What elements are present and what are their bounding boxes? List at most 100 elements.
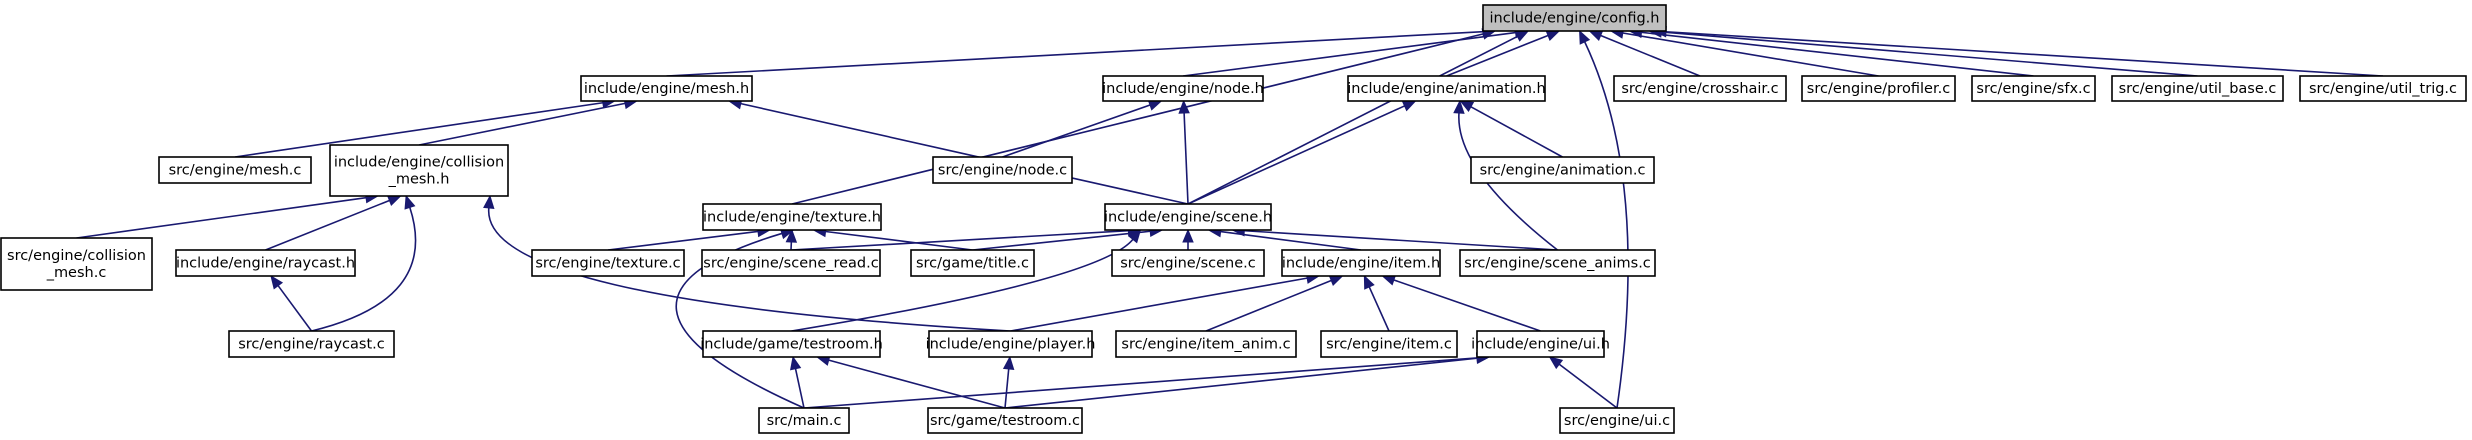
edge-ui_c-to-ui_h: [1558, 363, 1618, 409]
node-main-c[interactable]: src/main.c: [758, 407, 850, 434]
node-box[interactable]: [702, 330, 881, 358]
node-label: include/engine/config.h: [1490, 11, 1660, 27]
node-raycast-h[interactable]: include/engine/raycast.h: [175, 249, 356, 277]
node-box[interactable]: [1281, 249, 1441, 277]
node-animation-c[interactable]: src/engine/animation.c: [1470, 156, 1655, 184]
node-box[interactable]: [0, 237, 153, 291]
node-box[interactable]: [1971, 75, 2096, 102]
node-box[interactable]: [1104, 203, 1272, 231]
edge-raycast_c-to-raycast_h: [277, 285, 313, 332]
node-raycast-c[interactable]: src/engine/raycast.c: [228, 330, 395, 358]
node-config-h[interactable]: include/engine/config.h: [1482, 4, 1667, 32]
node-box[interactable]: [1482, 4, 1667, 32]
node-label: src/engine/item_anim.c: [1121, 337, 1290, 353]
node-label: _mesh.c: [46, 265, 107, 281]
node-box[interactable]: [1115, 330, 1297, 358]
node-box[interactable]: [1476, 330, 1605, 358]
edge-player_h-to-collision_mesh_h: [488, 207, 1011, 332]
node-box[interactable]: [1102, 75, 1264, 102]
edge-scene_h-to-config_h: [1187, 35, 1518, 205]
edge-title_c-to-scene_h: [972, 230, 1151, 251]
node-mesh-c[interactable]: src/engine/mesh.c: [158, 156, 312, 184]
node-scene-h[interactable]: include/engine/scene.h: [1104, 203, 1272, 231]
node-texture-h[interactable]: include/engine/texture.h: [702, 203, 882, 231]
arrowhead-icon: [1548, 356, 1564, 370]
node-box[interactable]: [701, 249, 881, 277]
node-box[interactable]: [702, 203, 882, 231]
node-label: include/engine/ui.h: [1471, 337, 1610, 353]
node-box[interactable]: [1801, 75, 1956, 102]
node-scene-anims-c[interactable]: src/engine/scene_anims.c: [1459, 249, 1656, 277]
edge-player_h-to-item_h: [1010, 277, 1308, 332]
node-scene-c[interactable]: src/engine/scene.c: [1111, 249, 1265, 277]
node-label: include/engine/player.h: [926, 337, 1096, 353]
edge-raycast_h-to-collision_mesh_h: [265, 199, 390, 251]
node-collision-mesh-h[interactable]: include/engine/collision_mesh.h: [329, 144, 509, 197]
edge-node_c-to-node_h: [1002, 104, 1151, 158]
node-util-base-c[interactable]: src/engine/util_base.c: [2111, 75, 2284, 102]
node-box[interactable]: [2299, 75, 2467, 102]
node-label: include/engine/mesh.h: [584, 81, 749, 97]
node-label: src/engine/util_trig.c: [2309, 81, 2457, 97]
node-box[interactable]: [175, 249, 356, 277]
node-box[interactable]: [927, 407, 1083, 434]
node-node-c[interactable]: src/engine/node.c: [932, 156, 1073, 184]
arrowhead-icon: [1182, 228, 1194, 243]
node-label: _mesh.h: [388, 172, 450, 188]
node-box[interactable]: [2111, 75, 2284, 102]
node-label: include/engine/animation.h: [1347, 81, 1545, 97]
graph-edges: [76, 25, 2384, 409]
arrowhead-icon: [1178, 99, 1190, 114]
node-box[interactable]: [932, 156, 1073, 184]
node-box[interactable]: [531, 249, 685, 277]
node-item-h[interactable]: include/engine/item.h: [1281, 249, 1441, 277]
node-ui-c[interactable]: src/engine/ui.c: [1559, 407, 1675, 434]
edge-ui_h-to-item_h: [1393, 279, 1541, 332]
node-testroom-c[interactable]: src/game/testroom.c: [927, 407, 1083, 434]
node-box[interactable]: [928, 330, 1093, 358]
arrowhead-icon: [1363, 274, 1375, 290]
node-player-h[interactable]: include/engine/player.h: [926, 330, 1096, 358]
node-box[interactable]: [1347, 75, 1546, 102]
node-box[interactable]: [1459, 249, 1656, 277]
node-box[interactable]: [1613, 75, 1787, 102]
node-util-trig-c[interactable]: src/engine/util_trig.c: [2299, 75, 2467, 102]
edge-testroom_c-to-player_h: [1004, 368, 1010, 409]
node-scene-read-c[interactable]: src/engine/scene_read.c: [701, 249, 881, 277]
node-box[interactable]: [228, 330, 395, 358]
node-collision-mesh-c[interactable]: src/engine/collision_mesh.c: [0, 237, 153, 291]
edge-collision_mesh_c-to-collision_mesh_h: [76, 196, 367, 239]
node-item-anim-c[interactable]: src/engine/item_anim.c: [1115, 330, 1297, 358]
node-box[interactable]: [580, 75, 753, 102]
edge-crosshair_c-to-config_h: [1600, 34, 1701, 77]
edge-main_c-to-testroom_h: [794, 368, 805, 409]
node-box[interactable]: [910, 249, 1035, 277]
node-node-h[interactable]: include/engine/node.h: [1102, 75, 1264, 102]
node-box[interactable]: [1111, 249, 1265, 277]
node-profiler-c[interactable]: src/engine/profiler.c: [1801, 75, 1956, 102]
node-crosshair-c[interactable]: src/engine/crosshair.c: [1613, 75, 1787, 102]
node-box[interactable]: [329, 144, 509, 197]
node-sfx-c[interactable]: src/engine/sfx.c: [1971, 75, 2096, 102]
node-testroom-h[interactable]: include/game/testroom.h: [700, 330, 883, 358]
node-box[interactable]: [1320, 330, 1458, 358]
node-box[interactable]: [1559, 407, 1675, 434]
node-label: src/engine/collision: [7, 248, 146, 264]
edge-main_c-to-ui_h: [803, 357, 1478, 409]
node-label: src/engine/util_base.c: [2119, 81, 2277, 97]
node-box[interactable]: [758, 407, 850, 434]
node-ui-h[interactable]: include/engine/ui.h: [1471, 330, 1610, 358]
node-label: src/engine/scene_anims.c: [1464, 256, 1651, 272]
arrowhead-icon: [1002, 355, 1015, 370]
node-animation-h[interactable]: include/engine/animation.h: [1347, 75, 1546, 102]
node-box[interactable]: [158, 156, 312, 184]
node-item-c[interactable]: src/engine/item.c: [1320, 330, 1458, 358]
node-box[interactable]: [1470, 156, 1655, 184]
node-mesh-h[interactable]: include/engine/mesh.h: [580, 75, 753, 102]
arrowhead-icon: [270, 274, 284, 290]
node-label: include/engine/node.h: [1102, 81, 1264, 97]
node-texture-c[interactable]: src/engine/texture.c: [531, 249, 685, 277]
edge-testroom_c-to-testroom_h: [828, 359, 1006, 409]
arrowhead-icon: [1128, 228, 1142, 244]
node-title-c[interactable]: src/game/title.c: [910, 249, 1035, 277]
